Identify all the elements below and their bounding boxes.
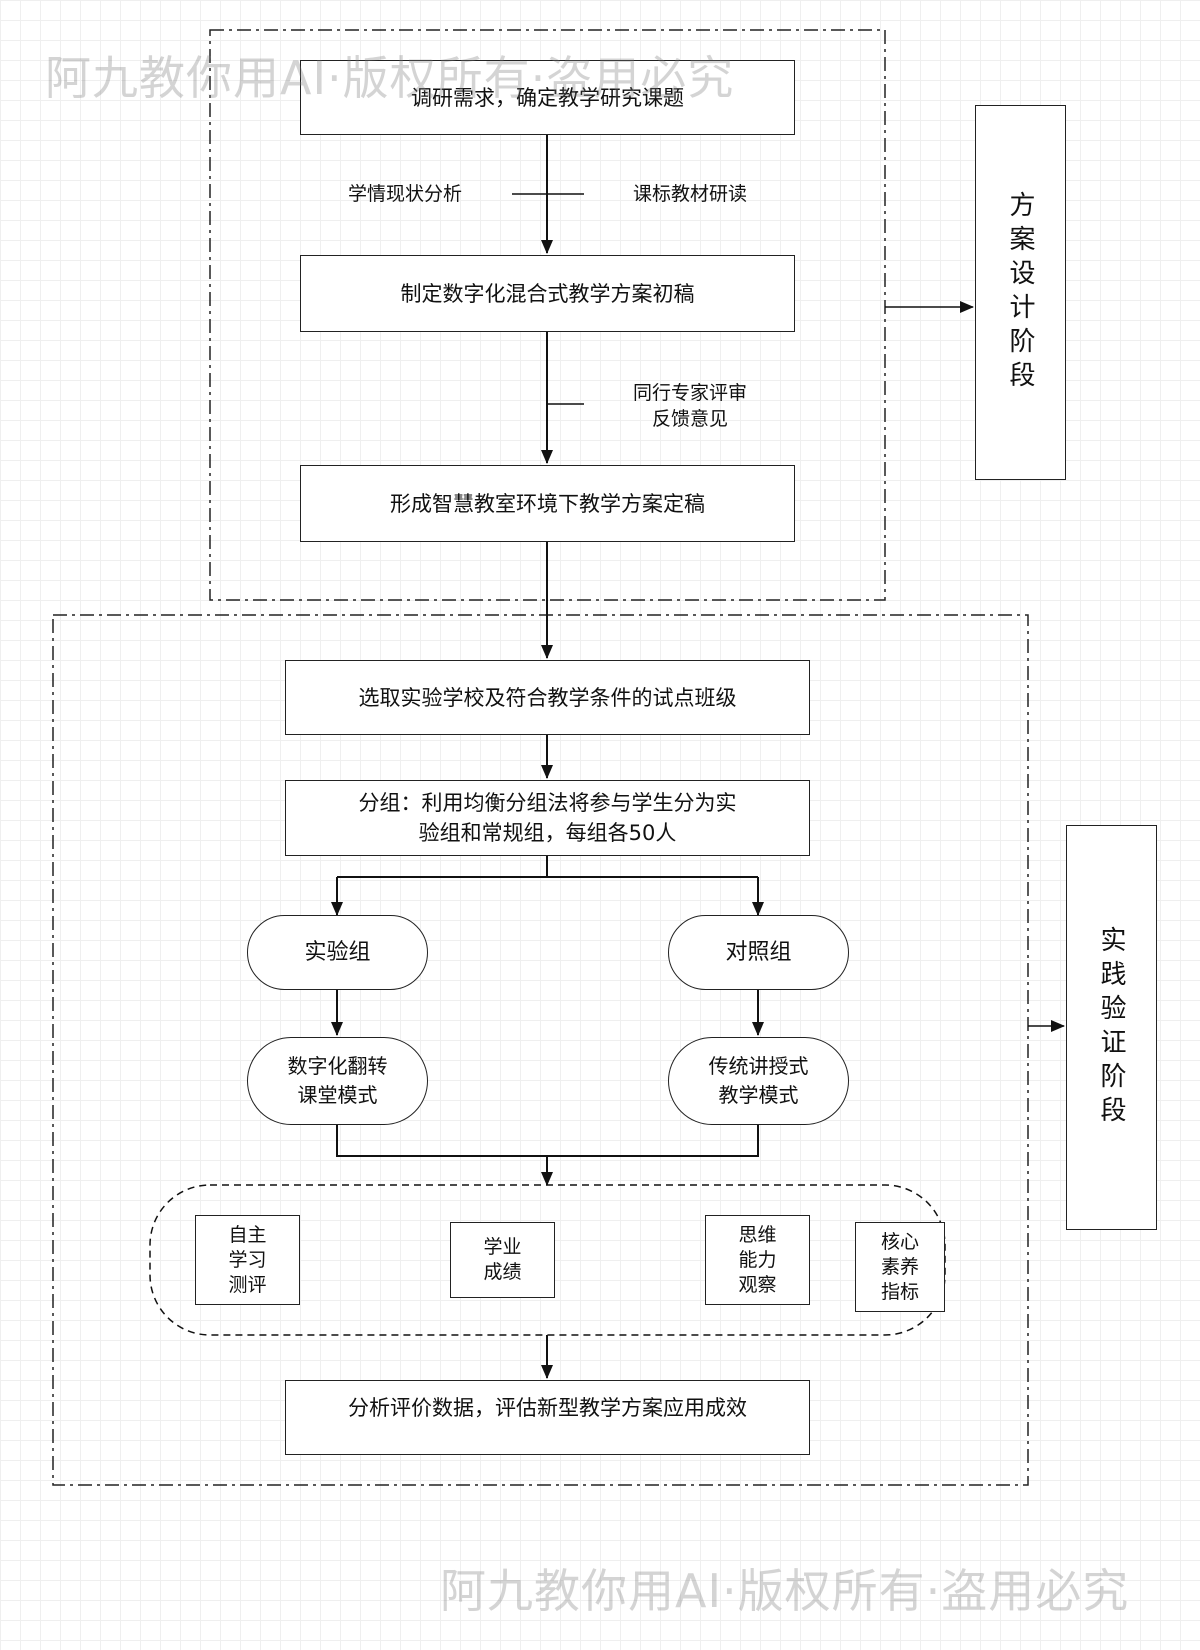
indicator-thinking-ability-line2: 能力: [738, 1248, 777, 1271]
label-peer-review-line1: 同行专家评审: [632, 382, 747, 404]
control-group: 对照组: [668, 915, 849, 990]
indicator-academic-score: 学业 成绩: [450, 1222, 555, 1298]
step-grouping-line2: 验组和常规组，每组各50人: [418, 821, 677, 845]
step-analyze-data-text: 分析评价数据，评估新型教学方案应用成效: [348, 1396, 747, 1420]
indicator-self-learning-line2: 学习: [228, 1248, 267, 1271]
design-stage-container: [209, 29, 886, 601]
step-final-plan-text: 形成智慧教室环境下教学方案定稿: [390, 491, 705, 516]
step-final-plan: 形成智慧教室环境下教学方案定稿: [300, 465, 795, 542]
indicator-core-literacy-line3: 指标: [880, 1280, 919, 1303]
indicator-core-literacy-line1: 核心: [880, 1230, 919, 1253]
flipped-mode-line1: 数字化翻转: [287, 1054, 388, 1078]
step-research-topic-text: 调研需求，确定教学研究课题: [411, 85, 684, 110]
traditional-mode-line1: 传统讲授式: [708, 1054, 809, 1078]
control-group-text: 对照组: [725, 939, 792, 965]
experimental-group-text: 实验组: [304, 939, 371, 965]
step-research-topic: 调研需求，确定教学研究课题: [300, 60, 795, 135]
merge-line: [336, 1125, 759, 1157]
label-peer-review-line2: 反馈意见: [651, 408, 728, 430]
indicator-self-learning: 自主 学习 测评: [195, 1215, 300, 1305]
indicator-thinking-ability-line3: 观察: [738, 1273, 777, 1296]
indicator-thinking-ability-line1: 思维: [738, 1223, 777, 1246]
indicator-academic-score-line1: 学业: [483, 1236, 522, 1258]
stage-design: 方案设计阶段: [975, 105, 1066, 480]
stage-design-text: 方案设计阶段: [1005, 190, 1035, 395]
step-draft-plan: 制定数字化混合式教学方案初稿: [300, 255, 795, 332]
traditional-lecture-mode: 传统讲授式 教学模式: [668, 1037, 849, 1125]
label-curriculum-reading: 课标教材研读: [632, 183, 747, 205]
step-analyze-data: 分析评价数据，评估新型教学方案应用成效: [285, 1380, 810, 1455]
label-learning-analysis: 学情现状分析: [347, 183, 462, 205]
indicator-core-literacy: 核心 素养 指标: [855, 1222, 945, 1312]
step-draft-plan-text: 制定数字化混合式教学方案初稿: [400, 281, 695, 306]
indicator-thinking-ability: 思维 能力 观察: [705, 1215, 810, 1305]
step-grouping: 分组：利用均衡分组法将参与学生分为实 验组和常规组，每组各50人: [285, 780, 810, 856]
flipped-mode-line2: 课堂模式: [297, 1083, 378, 1107]
watermark-bottom: 阿九教你用AI·版权所有·盗用必究: [440, 1564, 1130, 1618]
watermark-top: 阿九教你用AI·版权所有·盗用必究: [45, 51, 735, 105]
flipped-classroom-mode: 数字化翻转 课堂模式: [247, 1037, 428, 1125]
indicator-self-learning-line3: 测评: [228, 1273, 267, 1296]
stage-practice: 实践验证阶段: [1066, 825, 1157, 1230]
indicator-academic-score-line2: 成绩: [483, 1261, 522, 1283]
experimental-group: 实验组: [247, 915, 428, 990]
indicator-self-learning-line1: 自主: [228, 1223, 267, 1246]
practice-stage-container: [52, 614, 1029, 1486]
step-select-school: 选取实验学校及符合教学条件的试点班级: [285, 660, 810, 735]
step-grouping-line1: 分组：利用均衡分组法将参与学生分为实: [358, 791, 737, 815]
traditional-mode-line2: 教学模式: [718, 1083, 799, 1107]
indicator-core-literacy-line2: 素养: [880, 1255, 919, 1278]
label-peer-review: 同行专家评审 反馈意见: [605, 380, 775, 432]
stage-practice-text: 实践验证阶段: [1096, 925, 1126, 1130]
step-select-school-text: 选取实验学校及符合教学条件的试点班级: [358, 685, 737, 710]
